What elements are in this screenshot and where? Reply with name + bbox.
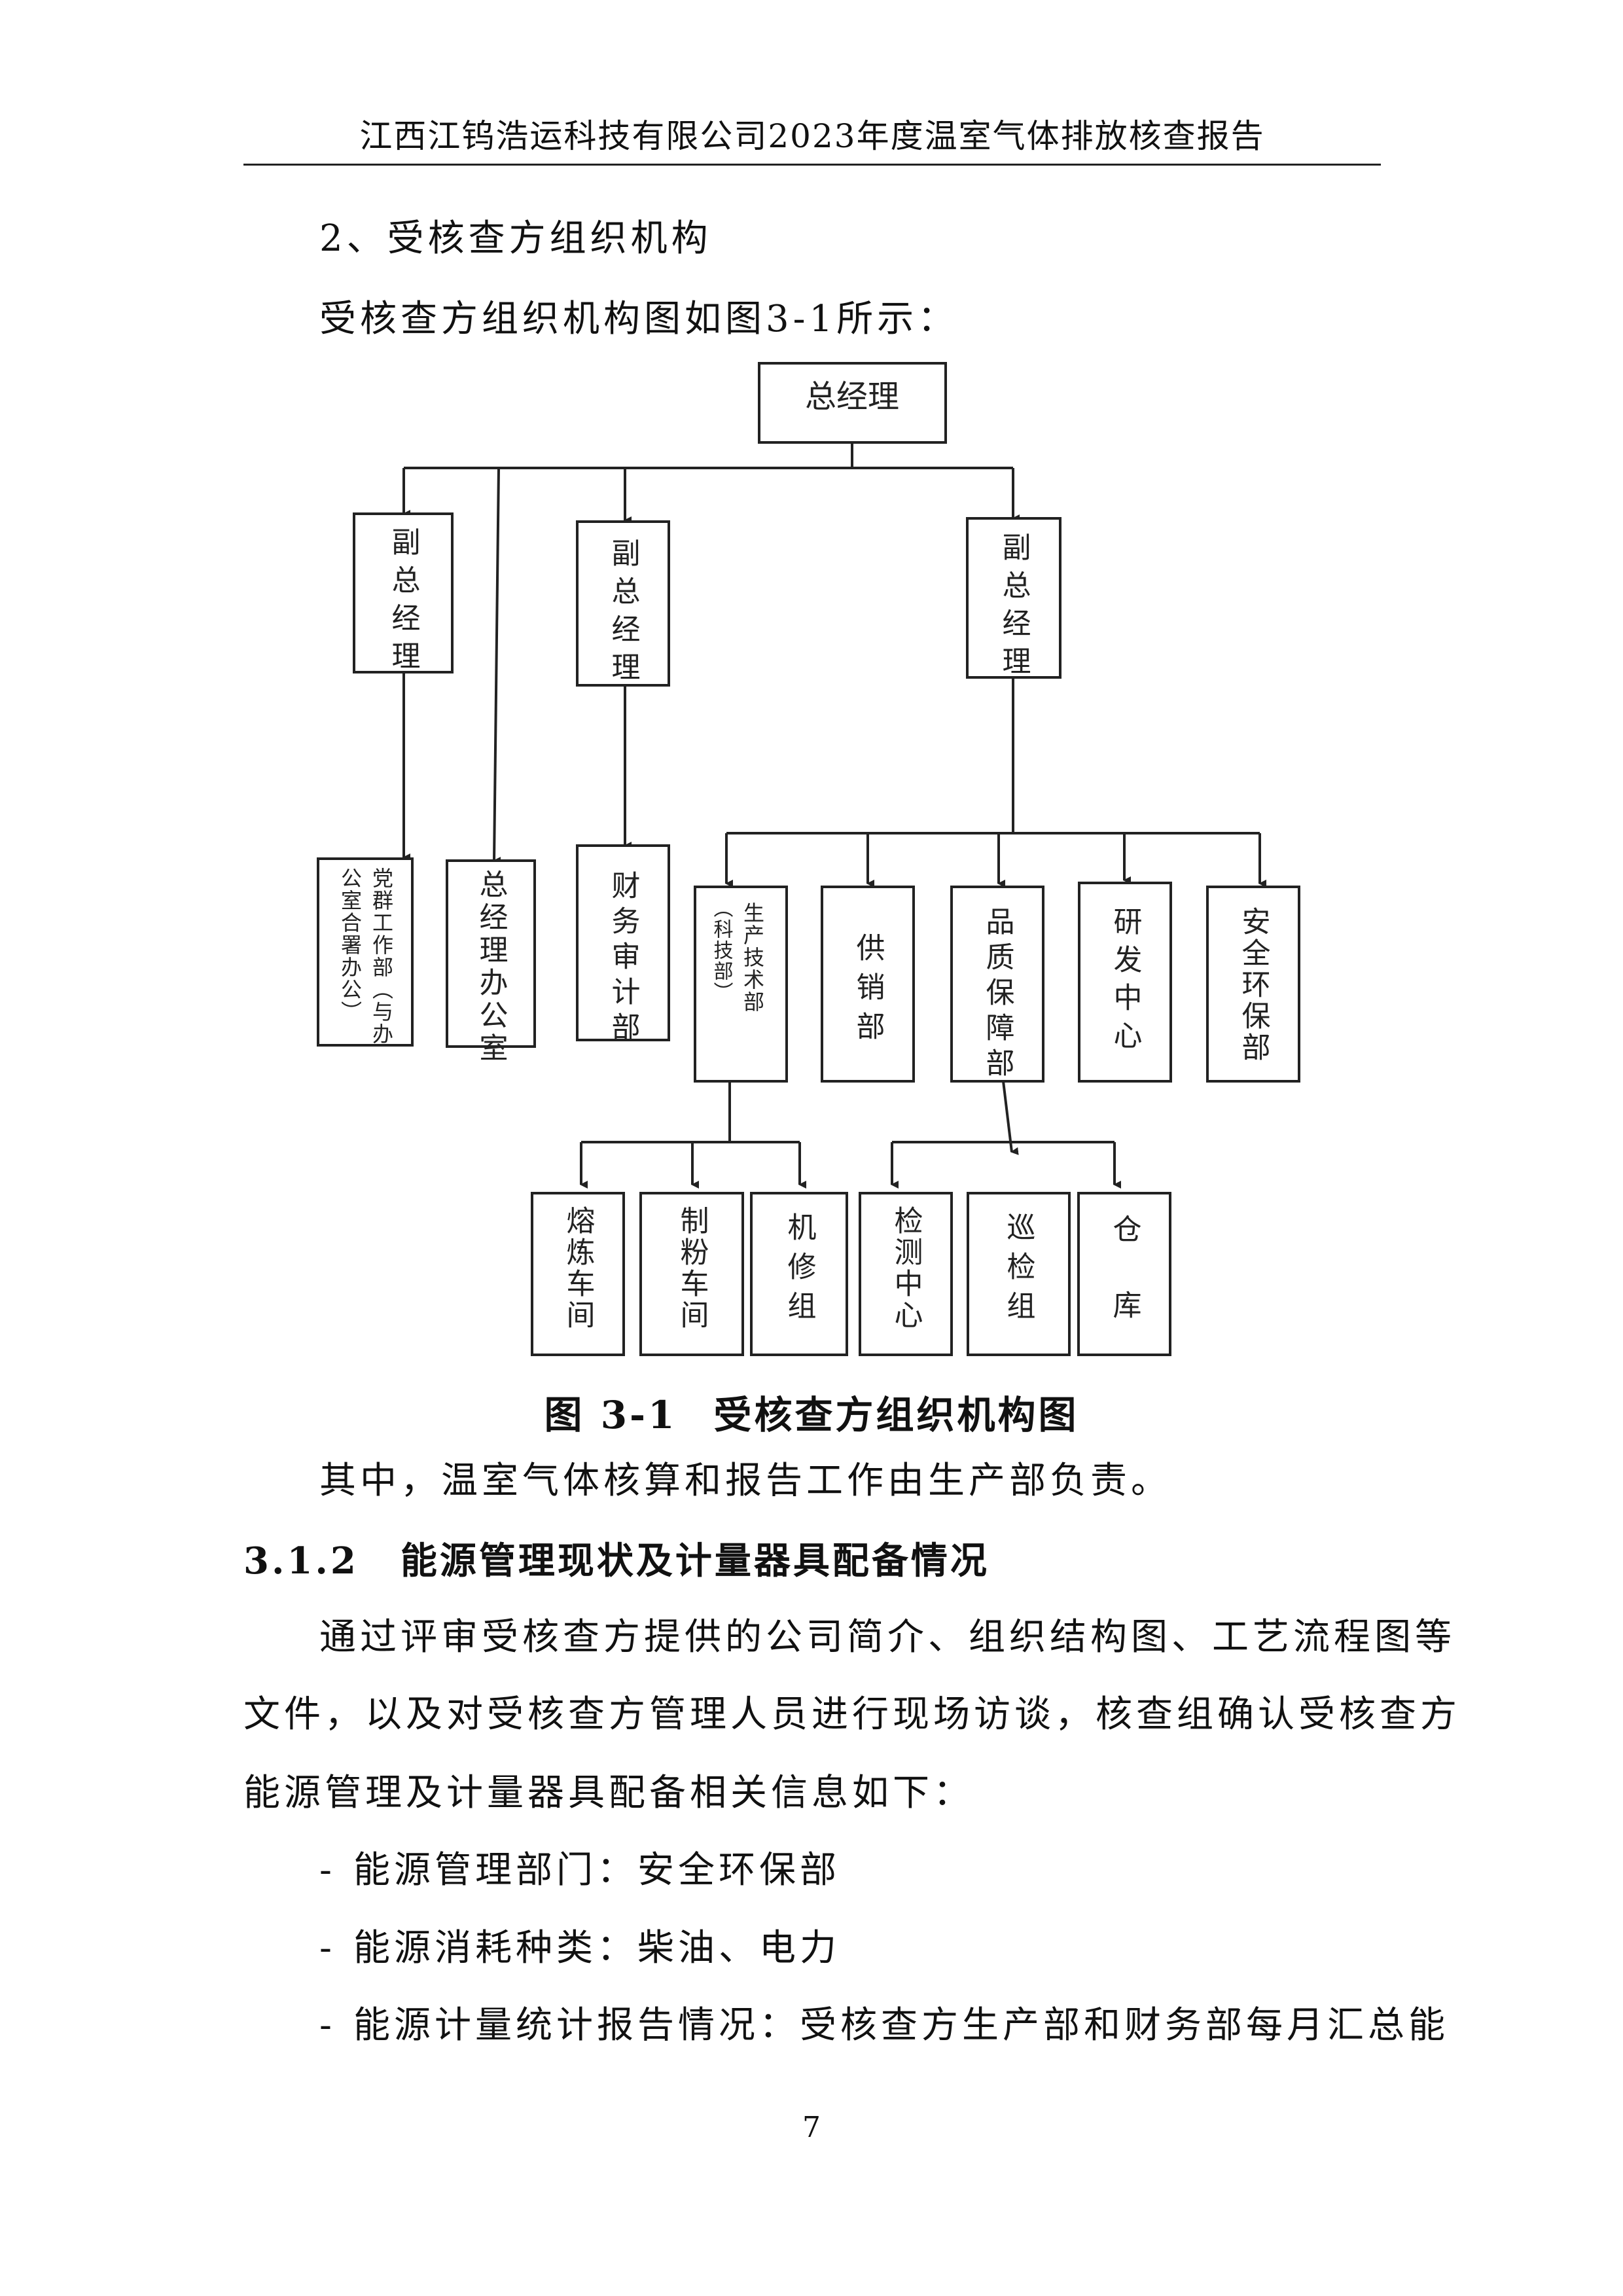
list-item: -能源消耗种类：柴油、电力 [319,1922,840,1975]
list-item-text: 能源消耗种类：柴油、电力 [353,1927,840,1969]
list-item: -能源计量统计报告情况：受核查方生产部和财务部每月汇总能 [319,2000,1449,2052]
list-dash: - [319,1849,336,1892]
section-heading: 2、受核查方组织机构 [319,217,712,260]
list-item-text: 能源计量统计报告情况：受核查方生产部和财务部每月汇总能 [353,2004,1449,2047]
responsibility-text: 其中，温室气体核算和报告工作由生产部负责。 [319,1460,1171,1502]
org-node-party-dept-col2: 公室合署办公） [338,867,363,1023]
org-node-quality-dept: 品质保障部 [981,906,1014,1083]
org-chart: 总经理 副总经理 副总经理 副总经理 党群工作部（与办 公室合署办公） 总经理办… [317,362,1300,1366]
list-item: -能源管理部门：安全环保部 [319,1844,840,1897]
org-node-vp-left: 副总经理 [387,527,420,679]
org-node-repair-group: 机修组 [783,1212,817,1330]
org-node-powder-workshop: 制粉车间 [675,1206,709,1331]
list-dash: - [319,2004,336,2047]
figure-caption: 图 3-1 受核查方组织机构图 [0,1384,1623,1439]
org-node-finance-dept: 财务审计部 [607,870,640,1047]
paragraph-line-1: 通过评审受核查方提供的公司简介、组织结构图、工艺流程图等 [319,1616,1455,1659]
paragraph-line-3: 能源管理及计量器具配备相关信息如下： [243,1772,974,1814]
org-node-smelting-workshop: 熔炼车间 [562,1206,595,1331]
org-node-gm-office: 总经理办公室 [474,869,508,1066]
header-rule [243,164,1381,166]
org-node-root: 总经理 [805,378,899,415]
org-node-party-dept-col1: 党群工作部（与办 [369,867,394,1045]
org-node-production-dept-col2: （科技部） [710,898,734,1003]
list-item-text: 能源管理部门：安全环保部 [353,1849,840,1892]
page-number: 7 [802,2111,821,2144]
paragraph-line-2: 文件，以及对受核查方管理人员进行现场访谈，核查组确认受核查方 [243,1693,1461,1736]
section-intro: 受核查方组织机构图如图3-1所示： [319,298,959,340]
org-node-warehouse: 仓库 [1108,1214,1141,1366]
figure-title: 受核查方组织机构图 [713,1393,1079,1437]
org-node-safety-dept: 安全环保部 [1237,906,1270,1064]
org-node-testing-center: 检测中心 [889,1206,923,1331]
org-node-inspection-group: 巡检组 [1002,1212,1035,1330]
org-node-vp-mid: 副总经理 [607,538,640,690]
section-3-1-2-heading: 3.1.2 能源管理现状及计量器具配备情况 [243,1535,990,1587]
section-title: 能源管理现状及计量器具配备情况 [400,1539,990,1583]
figure-number: 图 3-1 [544,1393,677,1437]
org-node-supply-dept: 供销部 [851,933,885,1050]
page-header: 江西江钨浩运科技有限公司2023年度温室气体排放核查报告 [359,117,1265,155]
list-dash: - [319,1927,336,1969]
org-node-vp-right: 副总经理 [997,532,1031,684]
section-number: 3.1.2 [243,1539,359,1583]
org-node-rd-center: 研发中心 [1109,906,1142,1058]
org-node-production-dept-col1: 生产技术部 [740,902,765,1013]
